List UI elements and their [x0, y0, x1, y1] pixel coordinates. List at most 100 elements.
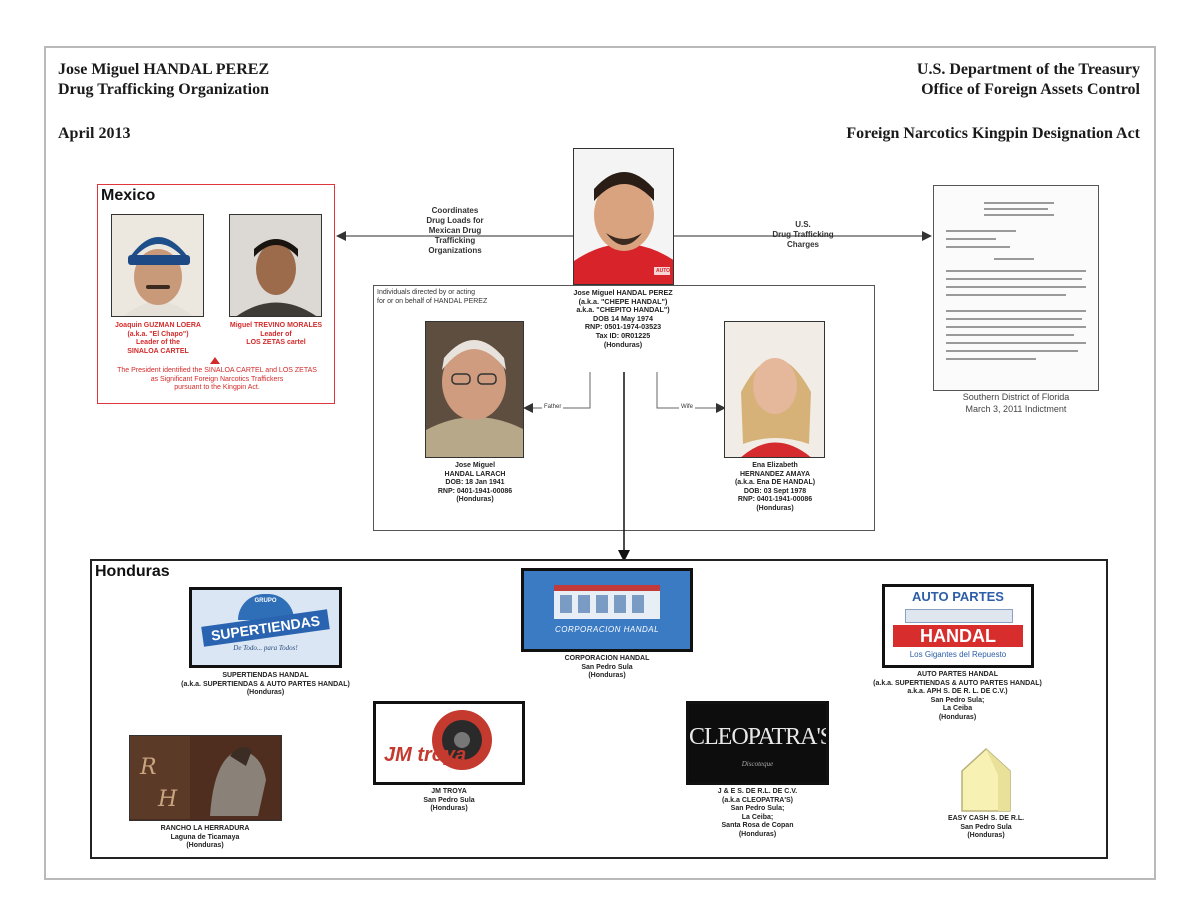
portrait-trevino-icon	[230, 215, 321, 316]
shirt-logo-text: AUTO	[656, 268, 671, 274]
horse-icon: R H	[130, 736, 280, 819]
caption-rancho: RANCHO LA HERRADURA Laguna de Ticamaya (…	[130, 825, 280, 851]
photo-handal-larach	[425, 321, 524, 458]
house-icon	[958, 745, 1014, 813]
caption-jmtroya: JM TROYA San Pedro Sula (Honduras)	[395, 788, 503, 814]
mexico-note-line3: pursuant to the Kingpin Act.	[174, 384, 260, 392]
honduras-label: Honduras	[95, 563, 170, 580]
corporacion-line1: CORPORACION HANDAL	[564, 655, 650, 662]
header-org-name: Jose Miguel HANDAL PEREZ	[58, 61, 270, 78]
portrait-guzman-icon	[112, 215, 203, 316]
autopartes-line3: a.k.a. APH S. DE R. L. DE C.V.)	[907, 688, 1008, 696]
caption-corporacion: CORPORACION HANDAL San Pedro Sula (Hondu…	[537, 655, 677, 681]
logo-autopartes: AUTO PARTES HANDAL Los Gigantes del Repu…	[882, 584, 1034, 668]
triangle-up-icon	[210, 357, 220, 364]
cleopatras-logo-text: CLEOPATRA'S	[689, 724, 829, 750]
building-icon	[524, 571, 690, 649]
logo-corporacion-handal: CORPORACION HANDAL	[521, 568, 693, 652]
logo-supertiendas: GRUPO SUPERTIENDAS De Todo... para Todos…	[189, 587, 342, 668]
autopartes-line5: La Ceiba	[942, 705, 973, 713]
logo-cleopatras: CLEOPATRA'S Discoteque	[686, 701, 829, 785]
photo-trevino	[229, 214, 322, 317]
trevino-role: Leader of	[260, 330, 292, 338]
us-charges-line3: Charges	[786, 240, 819, 249]
logo-jmtroya: JM troya	[373, 701, 525, 785]
guzman-role: Leader of the	[136, 339, 180, 347]
guzman-org: SINALOA CARTEL	[127, 347, 189, 355]
handal-perez-aka1: (a.k.a. "CHEPE HANDAL")	[578, 296, 668, 306]
individuals-label: Individuals directed by or acting for or…	[377, 288, 487, 306]
cleopatras-line3: San Pedro Sula;	[730, 805, 785, 813]
cleopatras-line5: Santa Rosa de Copan	[721, 822, 794, 830]
coordinates-line4: Trafficking	[434, 236, 476, 245]
header-right: U.S. Department of the Treasury Office o…	[790, 60, 1140, 100]
portrait-handal-perez-icon	[574, 149, 673, 284]
cleopatras-line4: La Ceiba;	[741, 813, 774, 821]
header-org-type: Drug Trafficking Organization	[58, 81, 269, 98]
rancho-line3: (Honduras)	[186, 842, 224, 850]
autopartes-line6: (Honduras)	[938, 713, 977, 721]
supertiendas-line1: SUPERTIENDAS HANDAL	[222, 672, 309, 679]
supertiendas-logo-top: GRUPO	[254, 598, 277, 604]
rancho-line2: Laguna de Ticamaya	[170, 833, 240, 841]
supertiendas-line2: (a.k.a. SUPERTIENDAS & AUTO PARTES HANDA…	[181, 680, 350, 688]
us-charges-line1: U.S.	[795, 220, 811, 229]
trevino-org: LOS ZETAS cartel	[246, 339, 306, 347]
handal-perez-name: Jose Miguel HANDAL PEREZ	[573, 288, 673, 297]
handal-perez-tax: Tax ID: 0R01225	[595, 330, 651, 340]
header-office: Office of Foreign Assets Control	[921, 81, 1140, 98]
mexico-label: Mexico	[101, 187, 156, 204]
indictment-document	[933, 185, 1099, 391]
cleopatras-line1: J & E S. DE R.L. DE C.V.	[717, 788, 798, 795]
cleopatras-line2: (a.k.a CLEOPATRA'S)	[721, 796, 794, 804]
caption-cleopatras: J & E S. DE R.L. DE C.V. (a.k.a CLEOPATR…	[686, 788, 829, 840]
header-act: Foreign Narcotics Kingpin Designation Ac…	[846, 125, 1140, 142]
mexico-note: The President identified the SINALOA CAR…	[104, 367, 330, 393]
portrait-hernandez-amaya-icon	[725, 322, 824, 457]
header-date: April 2013	[58, 125, 131, 142]
jmtroya-logo-text: JM troya	[384, 744, 467, 766]
guzman-name: Joaquin GUZMAN LOERA	[115, 322, 201, 329]
storefront-icon	[905, 609, 1013, 623]
photo-rancho: R H	[129, 735, 282, 821]
mexico-note-line1: The President identified the SINALOA CAR…	[117, 367, 317, 374]
amaya-aka: (a.k.a. Ena DE HANDAL)	[734, 479, 816, 487]
jmtroya-line3: (Honduras)	[430, 805, 468, 813]
larach-line2: HANDAL LARACH	[444, 470, 506, 478]
jmtroya-line1: JM TROYA	[431, 788, 467, 795]
autopartes-tagline: Los Gigantes del Repuesto	[909, 650, 1007, 659]
handal-perez-rnp: RNP: 0501-1974-03523	[584, 322, 662, 332]
coordinates-line2: Drug Loads for	[426, 216, 484, 225]
svg-text:R: R	[139, 755, 157, 780]
larach-country: (Honduras)	[456, 496, 494, 504]
supertiendas-tagline: De Todo... para Todos!	[233, 644, 298, 652]
handal-perez-dob: DOB 14 May 1974	[593, 313, 653, 323]
header-left: Jose Miguel HANDAL PEREZ Drug Traffickin…	[58, 60, 358, 100]
amaya-country: (Honduras)	[756, 504, 794, 512]
caption-handal-larach: Jose Miguel HANDAL LARACH DOB: 18 Jan 19…	[411, 462, 539, 505]
amaya-dob: DOB: 03 Sept 1978	[743, 487, 807, 495]
autopartes-banner	[893, 625, 1023, 647]
coordinates-line1: Coordinates	[431, 206, 479, 215]
photo-hernandez-amaya	[724, 321, 825, 458]
handal-perez-country: (Honduras)	[603, 339, 643, 349]
larach-rnp: RNP: 0401-1941-00086	[437, 487, 513, 495]
guzman-aka: (a.k.a. "El Chapo")	[127, 330, 189, 338]
larach-line1: Jose Miguel	[454, 462, 496, 469]
label-us-charges: U.S. Drug Trafficking Charges	[748, 220, 858, 250]
trevino-name: Miguel TREVINO MORALES	[229, 322, 323, 329]
autopartes-line4: San Pedro Sula;	[930, 696, 985, 704]
mexico-note-line2: as Significant Foreign Narcotics Traffic…	[150, 375, 284, 383]
easycash-line1: EASY CASH S. DE R.L.	[947, 815, 1025, 822]
arrow-to-wife	[656, 372, 726, 413]
indictment-district: Southern District of Florida	[962, 392, 1070, 402]
jmtroya-line2: San Pedro Sula	[423, 796, 475, 804]
svg-text:H: H	[157, 787, 178, 812]
photo-handal-perez: AUTO	[573, 148, 674, 285]
corporacion-line3: (Honduras)	[588, 672, 626, 680]
caption-hernandez-amaya: Ena Elizabeth HERNANDEZ AMAYA (a.k.a. En…	[700, 462, 850, 514]
supertiendas-line3: (Honduras)	[246, 689, 285, 697]
individuals-label-line2: for or on behalf of HANDAL PEREZ	[377, 298, 488, 305]
caption-easycash: EASY CASH S. DE R.L. San Pedro Sula (Hon…	[924, 815, 1048, 841]
autopartes-line2: (a.k.a. SUPERTIENDAS & AUTO PARTES HANDA…	[873, 679, 1042, 687]
